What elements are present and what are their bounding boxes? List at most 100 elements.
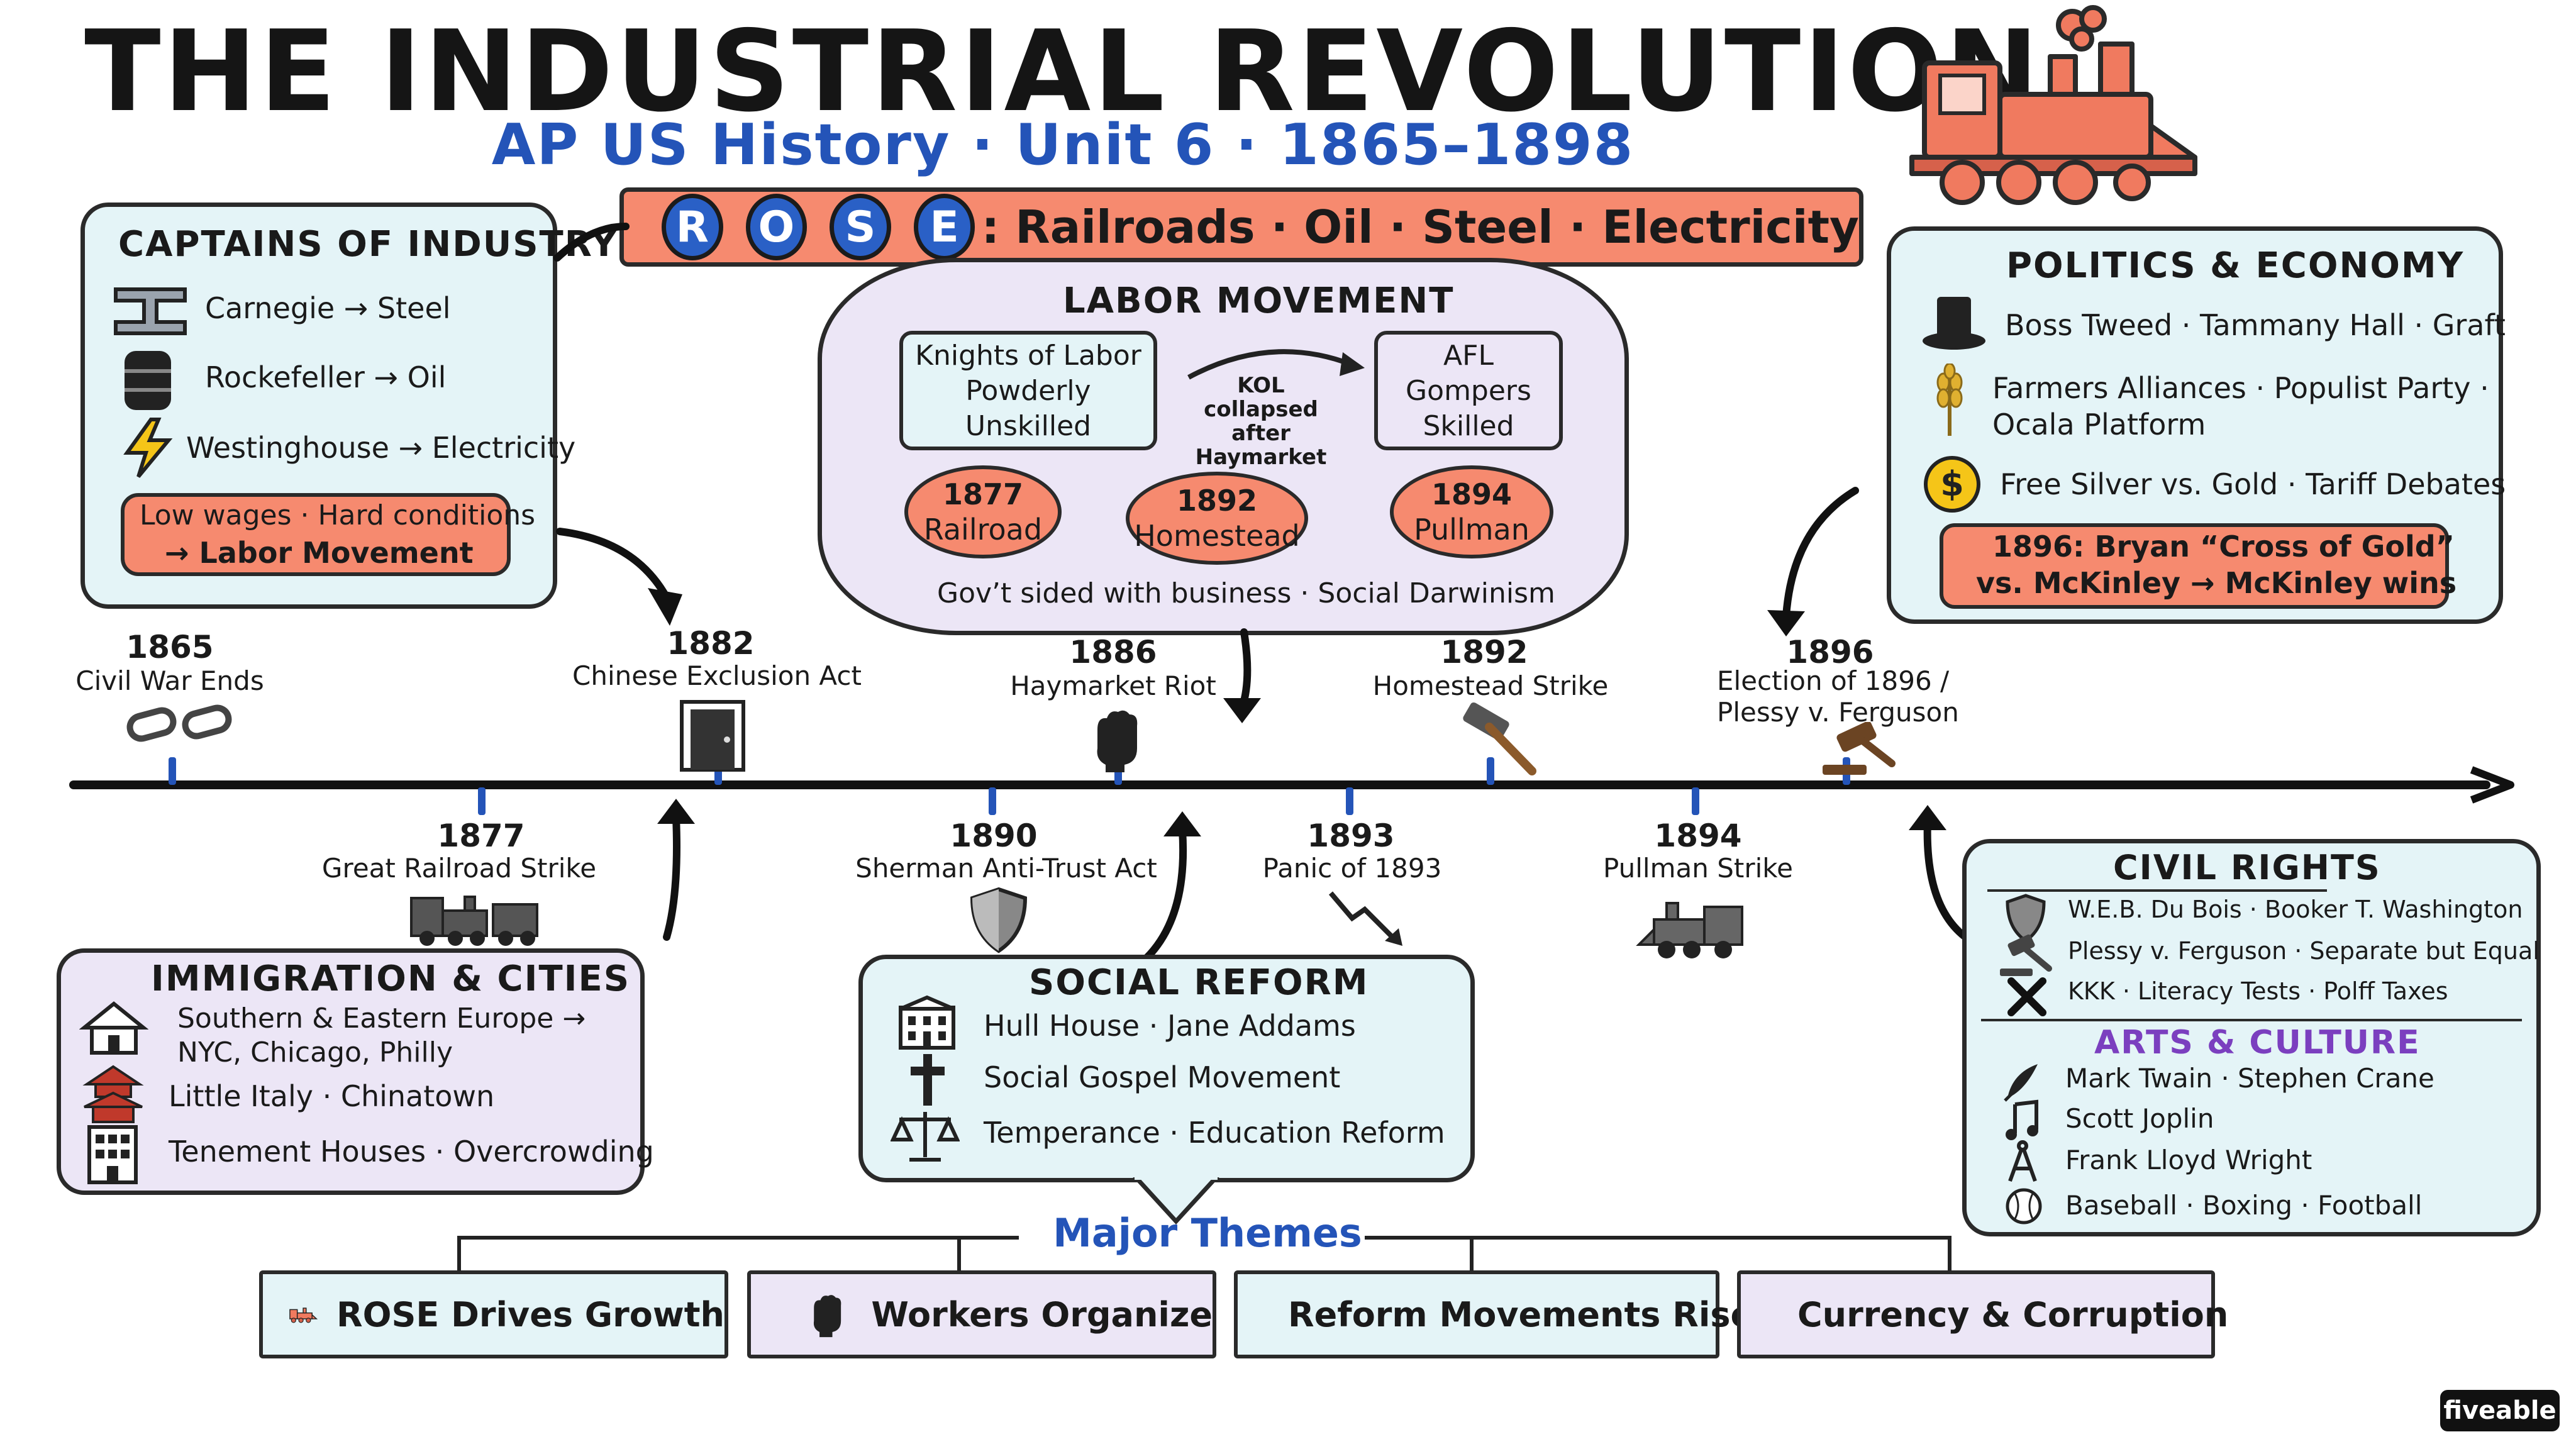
event-label: Haymarket Riot — [1010, 670, 1216, 701]
captains-consequence-pill — [121, 493, 511, 576]
top-hat-icon — [1923, 297, 1985, 350]
fist-icon — [1097, 710, 1138, 772]
civil-item-dubois: W.E.B. Du Bois · Booker T. Washington — [2068, 896, 2523, 923]
social-item-hull-house: Hull House · Jane Addams — [984, 1009, 1356, 1043]
oval-name: Homestead — [1134, 519, 1300, 553]
compass-icon — [2008, 1140, 2037, 1182]
event-label: Panic of 1893 — [1262, 853, 1442, 884]
event-label-2: Plessy v. Ferguson — [1717, 697, 1959, 728]
theme-label: ROSE Drives Growth — [336, 1294, 724, 1335]
event-label: Sherman Anti-Trust Act — [855, 853, 1157, 884]
captains-title: CAPTAINS OF INDUSTRY — [118, 224, 618, 265]
civil-title-underline — [1987, 889, 2327, 892]
immigration-item-cities: NYC, Chicago, Philly — [177, 1036, 453, 1069]
social-reform-pointer — [1133, 1177, 1219, 1225]
event-year: 1890 — [950, 818, 1038, 854]
kol-to-afl-arrow — [1187, 349, 1365, 380]
kol-note-line1: KOL — [1237, 373, 1285, 398]
tick-1865 — [169, 757, 176, 785]
train-icon — [289, 1307, 318, 1323]
timeline-axis — [69, 780, 2490, 789]
steel-beam-icon — [114, 287, 187, 335]
cross-icon — [911, 1054, 945, 1106]
captains-pill-line1: Low wages · Hard conditions — [140, 499, 536, 531]
quill-icon — [2004, 1064, 2038, 1102]
civil-title: CIVIL RIGHTS — [2113, 848, 2381, 887]
theme-currency-corruption: $ Currency & Corruption — [1737, 1270, 2228, 1358]
rose-letter-s: S — [830, 194, 891, 260]
event-year: 1865 — [126, 629, 214, 665]
gavel-icon — [1823, 722, 1896, 775]
train-icon — [1636, 902, 1743, 958]
fist-icon — [813, 1295, 841, 1338]
theme-reform-movements-rise: Reform Movements Rise — [1234, 1270, 1753, 1358]
oval-name: Railroad — [923, 513, 1043, 547]
labor-footer: Gov’t sided with business · Social Darwi… — [937, 577, 1555, 609]
arts-item-joplin: Scott Joplin — [2065, 1103, 2214, 1134]
page-subtitle: AP US History · Unit 6 · 1865–1898 — [491, 112, 1635, 178]
pagoda-icon — [82, 1065, 144, 1123]
arts-item-wright: Frank Lloyd Wright — [2065, 1145, 2312, 1175]
captains-item-westinghouse: Westinghouse → Electricity — [186, 431, 576, 465]
politics-item-ocala: Ocala Platform — [1992, 408, 2206, 441]
baseball-icon — [2006, 1188, 2042, 1224]
event-label: Homestead Strike — [1372, 670, 1609, 701]
event-year: 1896 — [1786, 634, 1874, 670]
politics-pill-line1: 1896: Bryan “Cross of Gold” — [1992, 530, 2455, 564]
timeline-arrowhead — [2470, 766, 2514, 804]
labor-oval-1894: 1894 Pullman — [1390, 465, 1553, 558]
oval-name: Pullman — [1414, 513, 1530, 547]
kol-note-line4: Haymarket — [1195, 445, 1327, 470]
house-icon — [79, 1001, 148, 1055]
event-year: 1886 — [1069, 634, 1157, 670]
major-themes-title: Major Themes — [1053, 1210, 1362, 1256]
kol-leader: Powderly — [965, 375, 1091, 407]
tick-1894 — [1692, 787, 1699, 815]
rose-letter-o: O — [745, 194, 808, 260]
shield-icon — [970, 887, 1028, 953]
kol-type: Unskilled — [965, 410, 1092, 442]
afl-name: AFL — [1443, 340, 1494, 372]
rose-text: : Railroads · Oil · Steel · Electricity — [981, 201, 1859, 253]
social-item-temperance: Temperance · Education Reform — [984, 1116, 1445, 1150]
brand-logo: fiveable — [2440, 1390, 2560, 1431]
svg-text:$: $ — [1940, 464, 1964, 504]
theme-label: Workers Organize — [871, 1294, 1213, 1335]
event-year: 1877 — [437, 818, 525, 854]
kol-name: Knights of Labor — [915, 340, 1141, 372]
labor-oval-1892: 1892 Homestead — [1126, 472, 1308, 565]
rose-letter-r: R — [662, 194, 723, 260]
dollar-coin-icon: $ — [1924, 456, 1980, 513]
social-title: SOCIAL REFORM — [1029, 962, 1369, 1003]
politics-pill-line2: vs. McKinley → McKinley wins — [1976, 566, 2457, 600]
politics-title: POLITICS & ECONOMY — [2006, 245, 2465, 286]
event-label: Chinese Exclusion Act — [572, 660, 862, 691]
event-year: 1882 — [667, 625, 755, 662]
kol-note-line3: after — [1231, 421, 1291, 446]
afl-leader: Gompers — [1406, 375, 1531, 407]
theme-label: Currency & Corruption — [1797, 1294, 2229, 1335]
theme-workers-organize: Workers Organize — [747, 1270, 1216, 1358]
captains-item-carnegie: Carnegie → Steel — [205, 291, 451, 325]
event-year: 1893 — [1307, 818, 1395, 854]
oval-year: 1894 — [1431, 477, 1513, 511]
down-trend-icon — [1328, 891, 1402, 946]
scales-icon — [891, 1112, 960, 1162]
afl-type: Skilled — [1423, 410, 1514, 442]
immigration-title: IMMIGRATION & CITIES — [151, 958, 631, 999]
wheat-icon — [1936, 364, 1963, 436]
kol-arrow-note: KOL collapsed after Haymarket — [1189, 374, 1333, 469]
event-label: Pullman Strike — [1603, 853, 1793, 884]
train-icon — [410, 896, 538, 946]
event-year: 1894 — [1654, 818, 1742, 854]
captains-pill-line2: → Labor Movement — [165, 536, 474, 570]
broken-chain-icon — [126, 704, 232, 742]
captains-item-rockefeller: Rockefeller → Oil — [205, 360, 447, 394]
afl-box: AFL Gompers Skilled — [1374, 331, 1563, 450]
labor-title: LABOR MOVEMENT — [1063, 280, 1455, 321]
tick-1890 — [989, 787, 996, 815]
tenement-icon — [87, 1125, 138, 1184]
tick-1893 — [1346, 787, 1353, 815]
gavel-icon — [2000, 935, 2052, 976]
